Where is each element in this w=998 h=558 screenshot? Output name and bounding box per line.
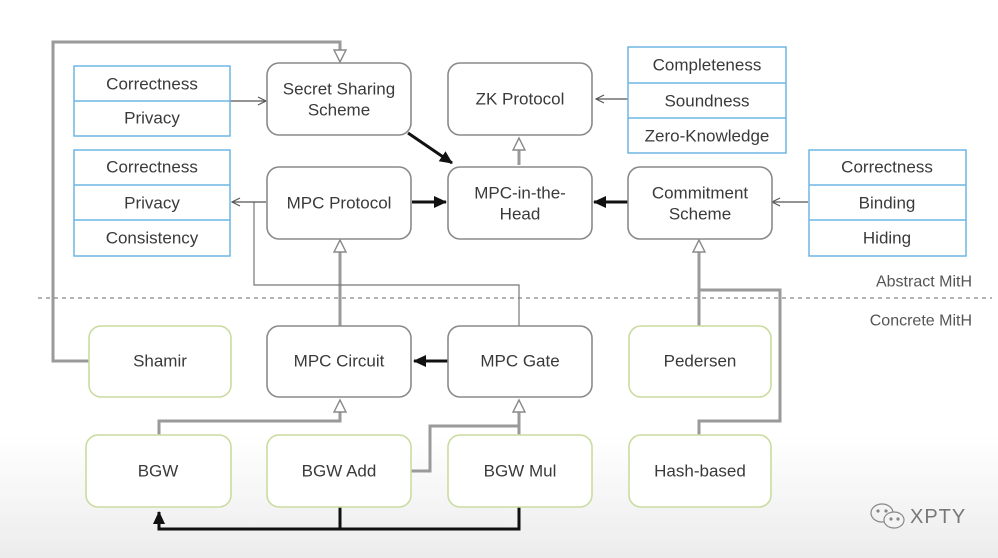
prop-binding: Binding xyxy=(859,194,916,213)
prop-zero-knowledge: Zero-Knowledge xyxy=(645,127,770,146)
node-zk-protocol: ZK Protocol xyxy=(447,62,593,136)
props-zk-protocol: Completeness Soundness Zero-Knowledge xyxy=(627,46,787,154)
node-mpc-in-the-head: MPC-in-the- Head xyxy=(447,166,593,240)
node-label: MPC Gate xyxy=(480,352,559,371)
props-secret-sharing: Correctness Privacy xyxy=(73,65,231,137)
bold-edges xyxy=(153,131,628,531)
connectors xyxy=(51,40,782,473)
prop-completeness: Completeness xyxy=(653,56,762,75)
node-hash-based: Hash-based xyxy=(628,434,772,508)
open-arrowhead-icon xyxy=(511,398,527,413)
prop-soundness: Soundness xyxy=(664,92,749,111)
prop-privacy: Privacy xyxy=(124,109,180,128)
node-label: BGW Add xyxy=(302,462,377,481)
open-arrowhead-icon xyxy=(332,49,348,64)
open-arrowhead-icon xyxy=(332,238,348,253)
property-edges xyxy=(230,99,808,202)
node-bgw-add: BGW Add xyxy=(266,434,412,508)
open-arrowhead-icon xyxy=(511,136,527,151)
node-label: BGW Mul xyxy=(484,462,557,481)
prop-correctness: Correctness xyxy=(106,75,198,94)
edge-shamir-secret-sharing xyxy=(51,40,342,363)
node-label-line: MPC-in-the- xyxy=(474,183,566,202)
node-label: Shamir xyxy=(133,352,187,371)
edge-gate-protocol xyxy=(253,202,520,326)
node-label-line: Head xyxy=(500,204,541,223)
props-commitment: Correctness Binding Hiding xyxy=(808,149,967,257)
node-bgw: BGW xyxy=(85,434,232,508)
node-label: MPC Protocol xyxy=(287,194,392,213)
edge-bgw-circuit xyxy=(157,412,342,435)
prop-correctness: Correctness xyxy=(106,158,198,177)
node-mpc-gate: MPC Gate xyxy=(447,325,593,398)
node-label-line: Scheme xyxy=(669,204,731,223)
edge-secret-sharing-mith xyxy=(407,131,453,165)
wechat-icon xyxy=(870,503,905,529)
open-arrowhead-icon xyxy=(691,238,707,253)
props-mpc-protocol: Correctness Privacy Consistency xyxy=(73,149,231,257)
prop-correctness: Correctness xyxy=(841,158,933,177)
node-mpc-circuit: MPC Circuit xyxy=(266,325,412,398)
prop-privacy: Privacy xyxy=(124,194,180,213)
abstract-layer-label: Abstract MitH xyxy=(876,274,972,291)
node-bgw-mul: BGW Mul xyxy=(447,434,593,508)
node-shamir: Shamir xyxy=(88,325,232,398)
node-label: Pedersen xyxy=(664,352,737,371)
open-arrowhead-icon xyxy=(332,398,348,413)
node-mpc-protocol: MPC Protocol xyxy=(266,166,412,240)
node-label-line: Commitment xyxy=(652,183,749,202)
node-label: MPC-in-the- Head xyxy=(474,183,566,223)
node-label: MPC Circuit xyxy=(294,352,385,371)
node-pedersen: Pedersen xyxy=(628,325,772,398)
watermark-text: XPTY xyxy=(910,506,966,528)
node-label: BGW xyxy=(138,462,179,481)
node-label-line: Scheme xyxy=(308,100,370,119)
node-label-line: Secret Sharing xyxy=(283,79,395,98)
watermark: XPTY xyxy=(870,503,966,529)
edge-bgwadd-gate xyxy=(410,424,519,473)
edge-hash-commitment xyxy=(697,288,782,435)
node-label: ZK Protocol xyxy=(476,90,565,109)
prop-hiding: Hiding xyxy=(863,229,911,248)
prop-consistency: Consistency xyxy=(106,229,199,248)
concrete-layer-label: Concrete MitH xyxy=(870,313,972,330)
node-label: Hash-based xyxy=(654,462,746,481)
